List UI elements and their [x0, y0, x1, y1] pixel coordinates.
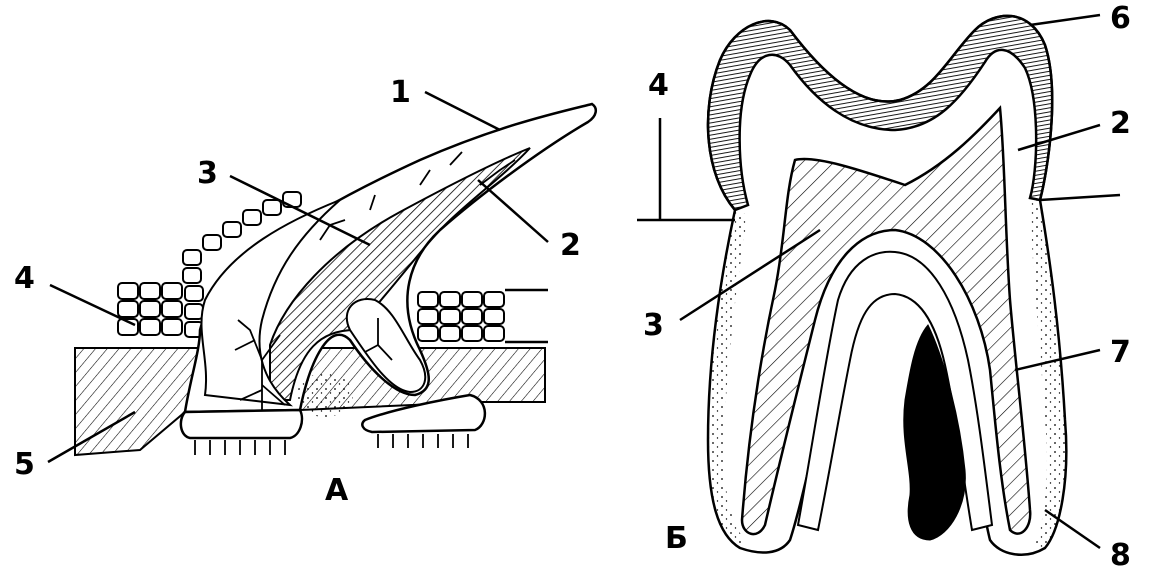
tooth-a-root-left	[179, 408, 304, 440]
leader-a-5	[47, 410, 136, 464]
tooth-b-dentin	[740, 105, 1032, 536]
panel-b-caption: Б	[665, 521, 688, 556]
label-b-4: 4	[648, 68, 669, 103]
label-a-3: 3	[197, 156, 218, 191]
label-b-7: 7	[1110, 335, 1131, 370]
leader-a-2	[477, 179, 549, 243]
leader-a-3	[229, 174, 371, 247]
leader-b-8	[1044, 508, 1101, 550]
tooth-b-cementum-right	[1030, 200, 1067, 548]
panel-b: 6 4 2 3 7 8 Б	[637, 1, 1131, 573]
leader-b-2	[1017, 123, 1101, 152]
speckle-area-a	[297, 373, 353, 417]
tooth-b-dark-region	[903, 324, 966, 541]
label-a-4: 4	[14, 261, 35, 296]
leader-b-6	[1029, 13, 1101, 27]
leader-a-1	[424, 90, 501, 132]
tooth-a-germ-bulb	[345, 298, 427, 394]
gum-level-right	[1039, 193, 1121, 202]
tooth-b-enamel	[706, 14, 1054, 212]
leader-a-4	[49, 283, 136, 327]
label-b-6: 6	[1110, 1, 1131, 36]
root-fringe-a	[194, 434, 469, 455]
tooth-b-pulp	[796, 250, 994, 532]
gum-epithelium-left	[117, 191, 302, 338]
tooth-a-root-right	[361, 393, 487, 434]
label-a-1: 1	[390, 75, 411, 110]
gum-epithelium-right	[417, 291, 505, 342]
leader-b-3	[679, 228, 821, 322]
leader-b-7	[1014, 348, 1101, 372]
tooth-b-cementum-left	[708, 210, 748, 548]
label-b-8: 8	[1110, 538, 1131, 573]
label-a-2: 2	[560, 228, 581, 263]
panel-a: 1 2 3 4 5 А	[14, 75, 597, 508]
tooth-a-pulp	[200, 199, 341, 407]
tooth-a-dentin	[269, 147, 531, 401]
panel-a-caption: А	[325, 473, 349, 508]
label-b-3: 3	[643, 308, 664, 343]
label-a-5: 5	[14, 447, 35, 482]
label-b-2: 2	[1110, 106, 1131, 141]
tooth-a-vessels	[234, 151, 516, 420]
